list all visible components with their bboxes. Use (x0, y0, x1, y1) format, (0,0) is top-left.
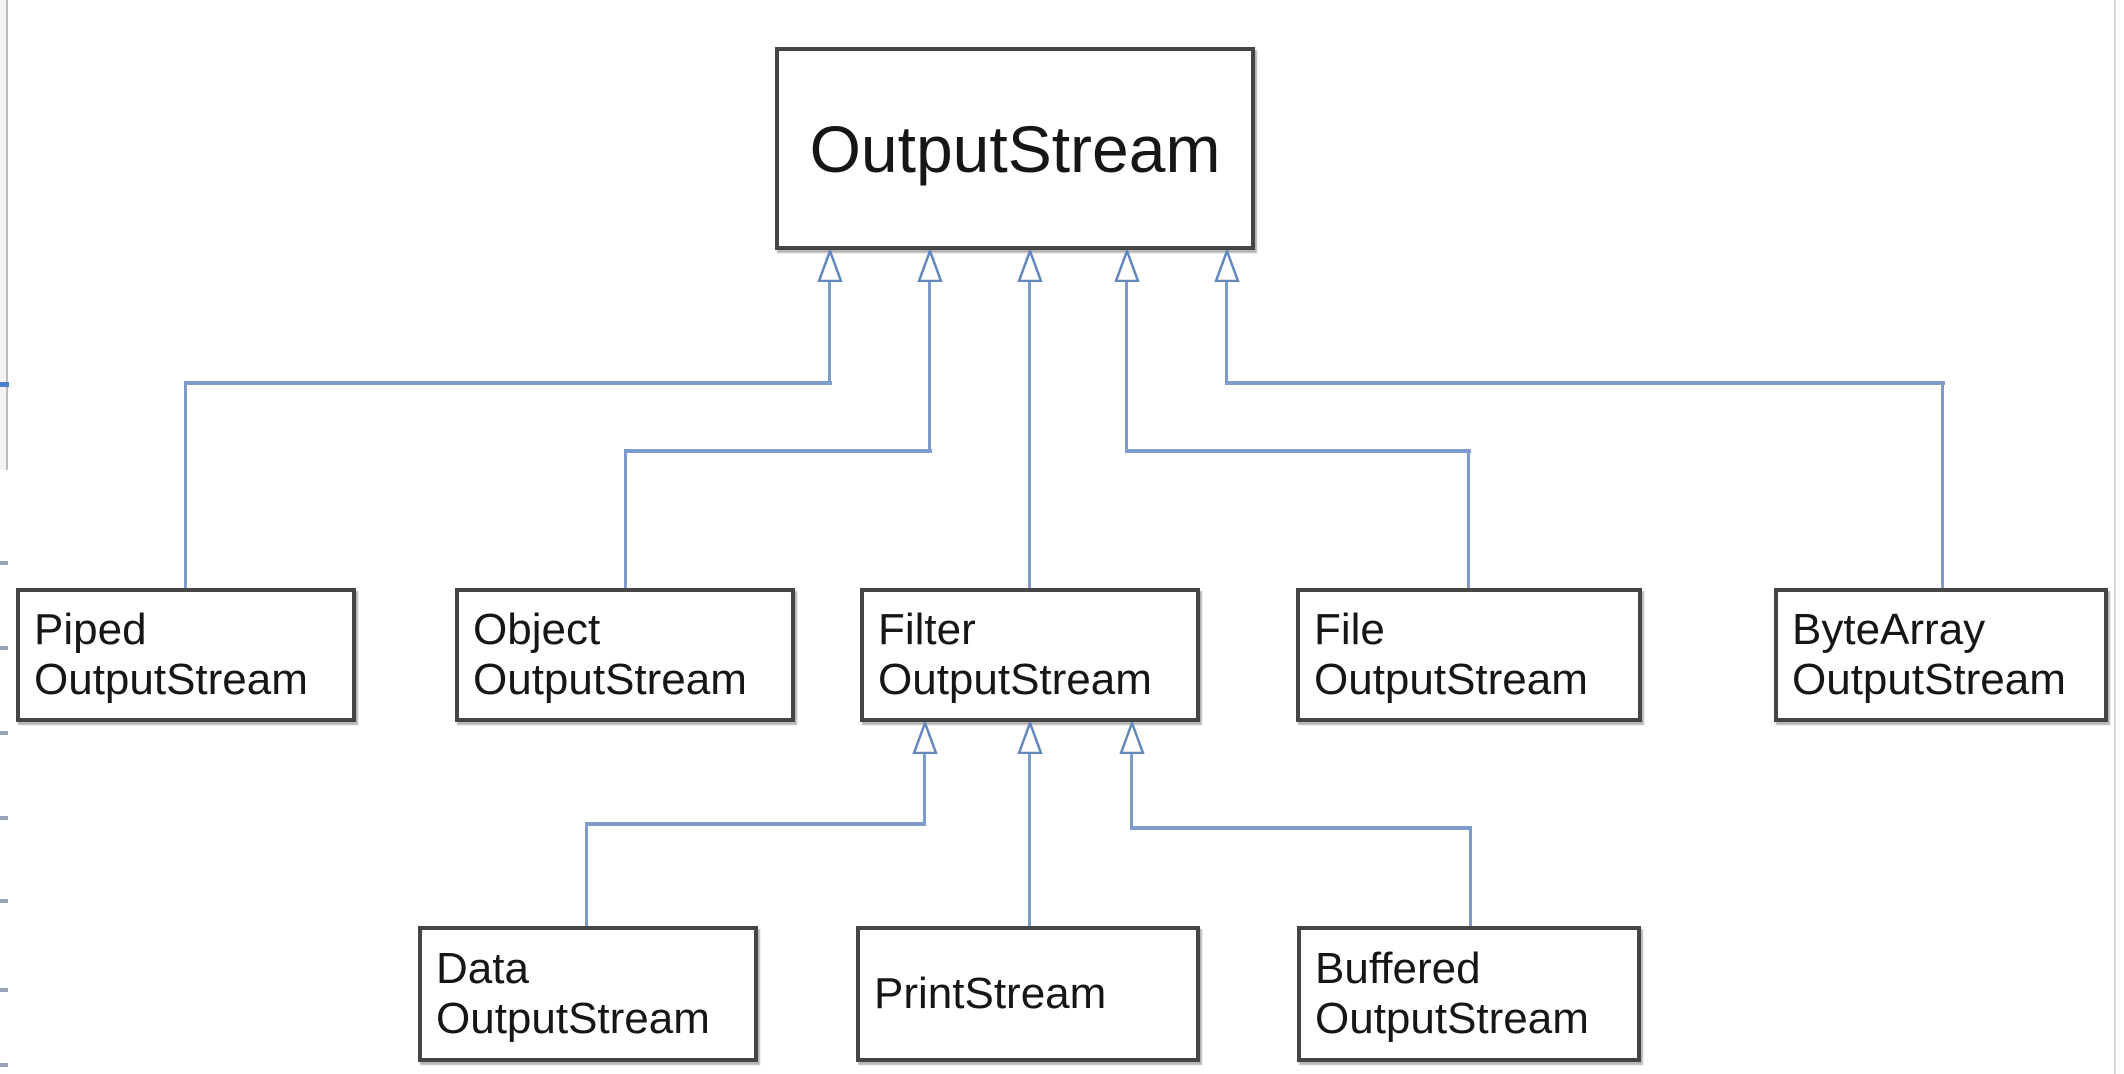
generalization-arrowhead-icon (817, 250, 843, 282)
class-node-label-line: Buffered (1315, 944, 1481, 993)
class-node-label-line: OutputStream (436, 994, 710, 1043)
connector-segment (184, 383, 187, 588)
class-node-label-line: OutputStream (1315, 994, 1589, 1043)
connector-segment (1467, 451, 1470, 588)
connector-segment (624, 451, 627, 588)
edge-dash-artifact (0, 899, 8, 903)
class-node-label-line: OutputStream (1792, 655, 2066, 704)
edge-dash-artifact (0, 646, 8, 650)
class-node-label-line: PrintStream (874, 969, 1107, 1018)
connector-segment (184, 381, 832, 385)
connector-segment (585, 824, 588, 926)
connector-segment (1130, 826, 1472, 830)
class-node-bytearray-outputstream: ByteArray OutputStream (1774, 588, 2108, 722)
connector-segment (1028, 754, 1031, 926)
connector-segment (1125, 282, 1128, 451)
class-node-object-outputstream: Object OutputStream (455, 588, 795, 722)
class-node-label-line: Filter (878, 605, 976, 654)
class-node-file-outputstream: File OutputStream (1296, 588, 1642, 722)
edge-dash-artifact (0, 731, 8, 735)
connector-segment (928, 282, 931, 451)
edge-tick-blue-artifact (0, 382, 9, 387)
class-node-label-line: Object (473, 605, 601, 654)
connector-segment (1469, 828, 1472, 926)
class-node-label-line: ByteArray (1792, 605, 1986, 654)
generalization-arrowhead-icon (1017, 250, 1043, 282)
class-node-data-outputstream: Data OutputStream (418, 926, 758, 1062)
connector-segment (828, 282, 831, 383)
class-node-label-line: OutputStream (1314, 655, 1588, 704)
edge-dash-artifact (0, 816, 8, 820)
class-node-piped-outputstream: Piped OutputStream (16, 588, 356, 722)
class-node-label-line: OutputStream (878, 655, 1152, 704)
generalization-arrowhead-icon (912, 722, 938, 754)
window-right-edge-artifact (2114, 0, 2116, 1074)
connector-segment (1028, 282, 1031, 588)
connector-segment (1225, 381, 1945, 385)
edge-dash-artifact (0, 1063, 8, 1067)
edge-dash-artifact (0, 561, 8, 565)
connector-segment (1941, 383, 1944, 588)
class-node-label-line: Data (436, 944, 529, 993)
generalization-arrowhead-icon (1214, 250, 1240, 282)
class-node-printstream: PrintStream (856, 926, 1200, 1062)
edge-dash-artifact (0, 988, 8, 992)
class-node-filter-outputstream: Filter OutputStream (860, 588, 1200, 722)
class-node-buffered-outputstream: Buffered OutputStream (1297, 926, 1641, 1062)
connector-segment (585, 822, 926, 826)
generalization-arrowhead-icon (917, 250, 943, 282)
class-node-label: OutputStream (809, 111, 1221, 186)
generalization-arrowhead-icon (1114, 250, 1140, 282)
class-node-label-line: OutputStream (34, 655, 308, 704)
window-edge-strip-artifact (0, 0, 8, 470)
connector-segment (1130, 754, 1133, 828)
connector-segment (923, 754, 926, 824)
class-node-label-line: OutputStream (473, 655, 747, 704)
generalization-arrowhead-icon (1017, 722, 1043, 754)
class-node-label-line: File (1314, 605, 1385, 654)
class-node-label-line: Piped (34, 605, 147, 654)
class-node-outputstream: OutputStream (775, 47, 1255, 250)
generalization-arrowhead-icon (1119, 722, 1145, 754)
connector-segment (1225, 282, 1228, 383)
connector-segment (1125, 449, 1471, 453)
connector-segment (624, 449, 932, 453)
